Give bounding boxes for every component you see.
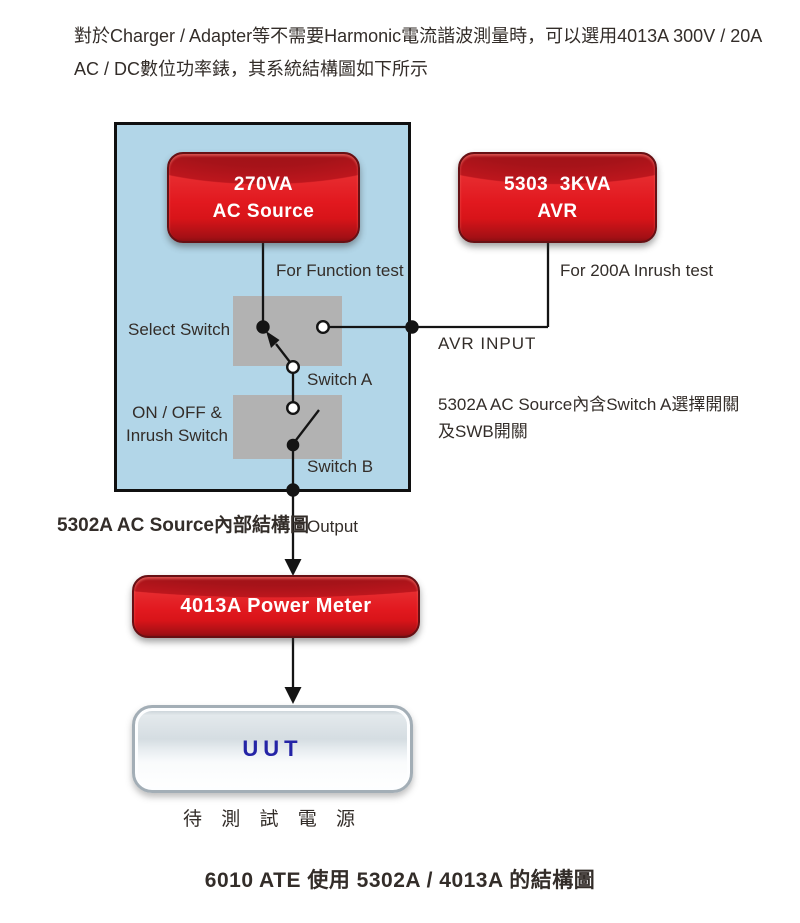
power-meter-label: 4013A Power Meter (180, 595, 372, 617)
for-function-test-label: For Function test (276, 261, 404, 280)
for-inrush-test-label: For 200A Inrush test (560, 261, 714, 280)
uut-caption: 待 測 試 電 源 (182, 809, 363, 830)
intro-paragraph: 對於Charger / Adapter等不需要Harmonic電流諧波測量時，可… (74, 20, 780, 86)
on-off-label-line2: Inrush Switch (125, 426, 229, 445)
output-label: Output (307, 517, 359, 536)
arrowhead-to-power-meter (284, 559, 302, 576)
switch-note-line1: 5302A AC Source內含Switch A選擇開關 (438, 395, 740, 414)
internal-structure-label: 5302A AC Source內部結構圖 (57, 515, 309, 536)
avr-label-line2: AVR (537, 200, 578, 222)
on-off-label-line1: ON / OFF & (132, 403, 222, 422)
select-switch-label: Select Switch (128, 320, 231, 339)
uut-label: UUT (242, 736, 303, 761)
intro-line-1: 對於Charger / Adapter等不需要Harmonic電流諧波測量時，可… (74, 26, 763, 46)
switch-a-box (233, 296, 342, 366)
avr-node: 5303 3KVA AVR (458, 152, 657, 243)
switch-b-box (233, 395, 342, 459)
switch-note: 5302A AC Source內含Switch A選擇開關 及SWB開關 (438, 391, 739, 445)
ac-source-node: 270VA AC Source (167, 152, 360, 243)
ac-source-label-line2: AC Source (212, 200, 315, 222)
power-meter-node: 4013A Power Meter (132, 575, 420, 638)
intro-line-2: AC / DC數位功率錶，其系統結構圖如下所示 (74, 59, 429, 79)
ac-source-label-line1: 270VA (233, 173, 294, 195)
on-off-inrush-switch-label: ON / OFF & Inrush Switch (118, 401, 236, 447)
switch-a-label: Switch A (307, 370, 373, 389)
switch-note-line2: 及SWB開關 (438, 422, 528, 441)
arrowhead-to-uut (284, 687, 302, 704)
avr-input-label: AVR INPUT (438, 334, 537, 353)
figure-caption: 6010 ATE 使用 5302A / 4013A 的結構圖 (204, 869, 596, 892)
switch-b-label: Switch B (307, 457, 374, 476)
uut-node: UUT (132, 705, 413, 793)
avr-label-line1: 5303 3KVA (503, 173, 612, 195)
